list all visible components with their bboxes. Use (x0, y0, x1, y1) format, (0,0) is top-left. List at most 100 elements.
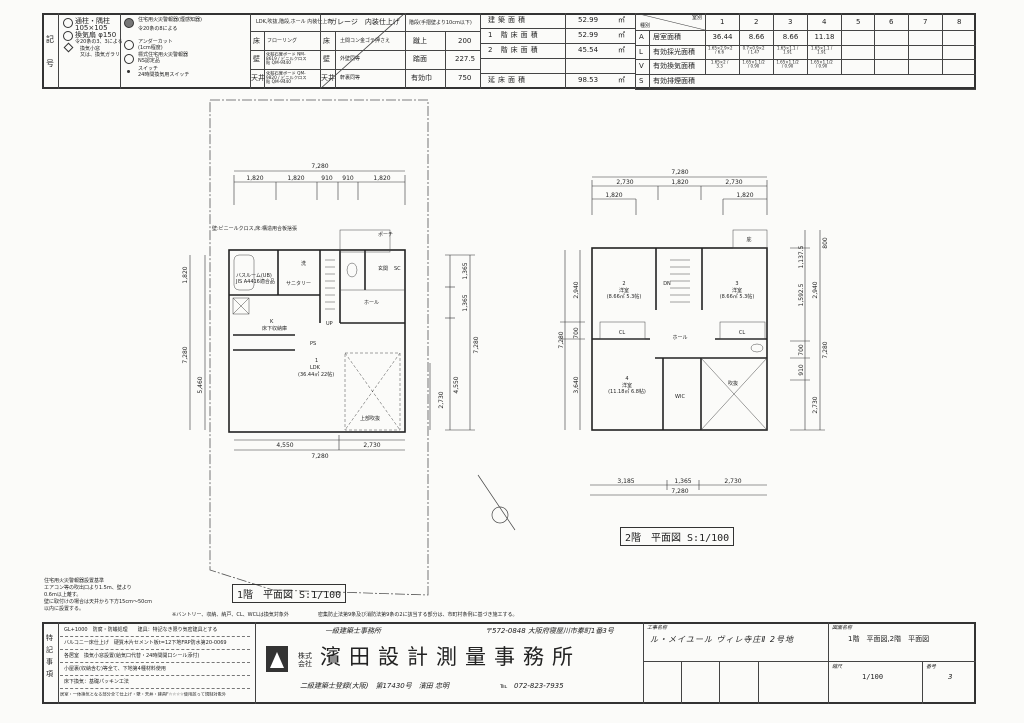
company-type: 株式会社 (298, 652, 312, 668)
row-label: 有効排煙面積 (653, 77, 695, 86)
dim: 3,640 (573, 376, 580, 393)
column-symbol-icon (63, 18, 73, 28)
architect-registration: 二級建築士登録(大阪) 第17430号 濱田 忠明 (300, 682, 449, 690)
dim: 2,730 (724, 478, 741, 485)
row-label: 有効換気面積 (653, 62, 695, 71)
dim: 1,365 (674, 478, 691, 485)
legend-side-label: 記号 (46, 35, 54, 68)
closet-label: CL (739, 330, 745, 336)
note-line: 小屋裏(収納含む)等全て、下地第4種材料使用 (64, 666, 166, 672)
room-label-wic: WIC (675, 394, 685, 400)
ps-label: PS (310, 341, 316, 347)
area-unit: ㎡ (618, 76, 625, 84)
room-area-ldk: (36.44㎡ 22帖) (298, 371, 334, 378)
row-code: L (639, 47, 643, 56)
row-label: 有効採光面積 (653, 47, 695, 56)
company-tel: 072-823-7935 (514, 682, 564, 690)
area-label: 建築面積 (488, 16, 528, 24)
note-line: 床下換気：基礎パッキン工法 (64, 679, 129, 685)
row-code: V (639, 62, 644, 71)
row-value: 200 (458, 37, 472, 45)
undercut-icon (124, 40, 134, 50)
dim: 2,730 (438, 391, 445, 408)
alarm-s-icon (124, 54, 134, 64)
row-key: 踏面 (413, 55, 427, 63)
dim: 1,820 (287, 175, 304, 182)
room-label-hall: ホール (364, 300, 379, 306)
room-label-ldk: LDK (310, 365, 321, 371)
room-col-header: 8 (957, 18, 962, 26)
dim: 7,280 (182, 346, 189, 363)
dim: 800 (822, 237, 829, 249)
dim: 2,730 (616, 179, 633, 186)
dim: 7,280 (473, 336, 480, 353)
legend-text: 換気小窓 (80, 46, 101, 52)
room-value: 11.18 (814, 33, 835, 41)
first-floor-plan: 7,280 1,820 1,820 910 910 1,820 4,550 2,… (182, 99, 480, 596)
room-col-header: 5 (856, 18, 861, 26)
room-number: 2 (622, 281, 625, 287)
dim: 1,820 (671, 179, 688, 186)
room-label-bedroom-4: 洋室 (622, 382, 632, 389)
note-line: 以内に設置する。 (44, 606, 85, 612)
dim: 910 (798, 364, 805, 376)
row-value: 外壁同等 (340, 56, 361, 62)
plan2-title: 2階 平面図 S:1/100 (620, 527, 735, 546)
dim: 7,280 (311, 453, 328, 460)
legend-text: アンダーカット (138, 39, 173, 45)
dim: 2,940 (812, 281, 819, 298)
note-line: バルコニー床仕上げ 硬質木片セメント板t=12下地FRP防水第20-0069 (64, 640, 227, 646)
dim-total: 7,280 (671, 488, 688, 495)
area-label: 延床面積 (488, 76, 528, 84)
site-boundary (209, 99, 429, 596)
plan1-walls (228, 249, 406, 433)
dim: 7,280 (558, 331, 565, 348)
row-value: 化粧石膏ボード QM-9820 / ビニルクロス貼 QM-9440 (266, 71, 307, 85)
row-value: フローリング (267, 38, 298, 44)
sheet-number: 3 (948, 673, 953, 681)
legend-text: 令20条の3、3による (75, 39, 123, 45)
dim: 2,730 (363, 442, 380, 449)
room-col-header: 3 (788, 18, 793, 26)
row-key: 天井 (321, 74, 335, 82)
dim: 3,185 (617, 478, 634, 485)
eave-label: 庇 (746, 236, 751, 243)
stairs-down-label: DN (663, 281, 671, 287)
dim: 1,820 (182, 266, 189, 283)
drawing-name-label: 図面名称 (832, 625, 853, 631)
area-value: 52.99 (578, 16, 599, 24)
area-label: 1 階床面積 (488, 31, 541, 39)
dim: 4,550 (276, 442, 293, 449)
room-label-washer: 洗 (301, 260, 306, 267)
company-address: 〒572-0848 大阪府寝屋川市秦町1番3号 (485, 627, 614, 635)
row-key: 床 (323, 37, 330, 45)
closet-label: CL (619, 330, 625, 336)
note-line: GL+1000 防腐・防蟻処理 建具：特記なき限り気密建具とする (64, 627, 218, 633)
drawing-name: 1階 平面図,2階 平面図 (848, 635, 930, 643)
fan-symbol-icon (63, 31, 73, 41)
company-name: 濱田設計測量事務所 (320, 645, 581, 669)
note-line: 居室・一体換気となる部分全て仕上げ・壁・天井・建具F☆☆☆☆使用該って規制対象外 (60, 692, 227, 698)
row-key: 有効巾 (411, 74, 432, 82)
legend-text: 又は、換気ガラリ (80, 52, 121, 58)
room-value: 1.65×2 / 3.3 (710, 60, 729, 70)
room-col-header: 7 (923, 18, 928, 26)
note-line: 0.6m以上離す。 (44, 592, 82, 598)
tel-label: ℡ (500, 682, 508, 690)
legend-text: 令20条の8による (138, 26, 178, 32)
dim: 910 (342, 175, 354, 182)
switch-icon (127, 70, 130, 73)
row-key: 天井 (251, 74, 265, 82)
fire-law-note: 密集防止法第9条及び消防法第9条の2に該当する部分は、市町村条例に基づき施工する… (318, 612, 518, 618)
dim: 4,550 (453, 376, 460, 393)
note-line: エアコン等の吹出口より1.5m、壁より (44, 585, 132, 591)
dim: 1,820 (605, 192, 622, 199)
legend-text: 105×105 (75, 24, 108, 32)
row-value: 土間コン金ゴテ押さえ (340, 38, 391, 44)
room-value: 1.65×2.9×2 / 6.6 (708, 45, 733, 55)
wall-note: 壁:ビニールクロス,床:構造用合板捨張 (212, 225, 297, 232)
room-col-header: 2 (754, 18, 759, 26)
row-key: 壁 (253, 55, 260, 63)
room-value: 1.65×1.1/2 / 0.90 (810, 60, 833, 70)
legend-text: 換気扇 φ150 (75, 31, 117, 39)
